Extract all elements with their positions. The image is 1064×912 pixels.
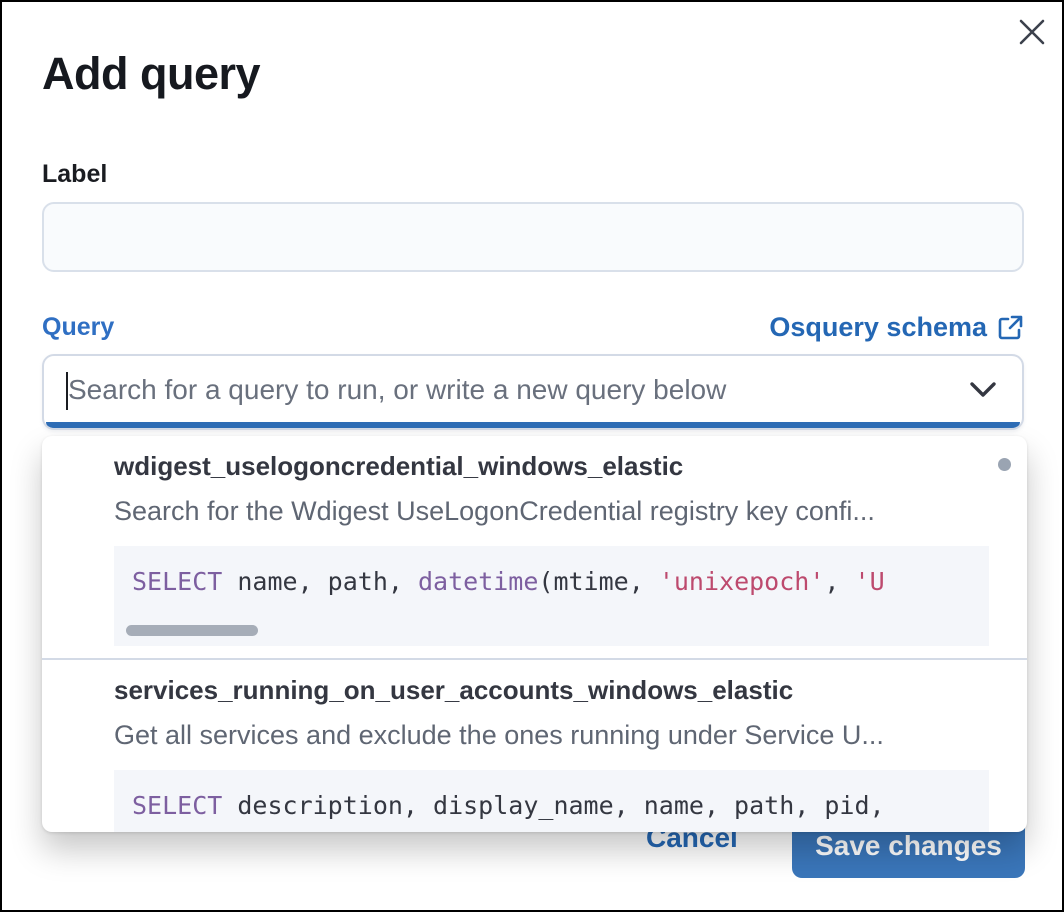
- query-options-dropdown: wdigest_uselogoncredential_windows_elast…: [42, 436, 1027, 832]
- query-option-wdigest[interactable]: wdigest_uselogoncredential_windows_elast…: [42, 436, 1027, 658]
- option-divider: [42, 658, 1027, 660]
- query-option-name: wdigest_uselogoncredential_windows_elast…: [114, 451, 684, 481]
- query-search-combobox[interactable]: [42, 354, 1024, 430]
- sql-token: name, path,: [222, 567, 418, 596]
- label-input[interactable]: [42, 202, 1024, 272]
- sql-token: 'U: [854, 567, 885, 596]
- sql-token: ,: [824, 567, 855, 596]
- modal-title: Add query: [42, 48, 261, 99]
- query-option-services[interactable]: services_running_on_user_accounts_window…: [42, 660, 1027, 832]
- sql-preview: SELECT name, path, datetime(mtime, 'unix…: [114, 546, 989, 646]
- sql-token: datetime: [417, 567, 539, 596]
- sql-preview: SELECT description, display_name, name, …: [114, 770, 989, 832]
- query-search-input[interactable]: [44, 356, 1022, 424]
- sql-token: 'unixepoch': [658, 567, 825, 596]
- sql-token: (mtime,: [538, 567, 659, 596]
- vertical-scrollbar-thumb[interactable]: [998, 458, 1011, 471]
- osquery-schema-link-label: Osquery schema: [769, 312, 987, 342]
- osquery-schema-link[interactable]: Osquery schema: [769, 312, 1024, 343]
- query-option-description: Search for the Wdigest UseLogonCredentia…: [114, 496, 875, 526]
- query-option-name: services_running_on_user_accounts_window…: [114, 675, 794, 705]
- horizontal-scrollbar-thumb[interactable]: [126, 625, 258, 636]
- external-link-icon: [998, 315, 1023, 340]
- sql-code: SELECT name, path, datetime(mtime, 'unix…: [114, 546, 989, 598]
- query-option-description: Get all services and exclude the ones ru…: [114, 720, 884, 750]
- sql-token: SELECT: [132, 791, 223, 820]
- query-field-label: Query: [42, 313, 115, 341]
- sql-token: SELECT: [132, 567, 223, 596]
- query-field-header: Query Osquery schema: [42, 312, 1024, 343]
- text-cursor: [66, 372, 68, 410]
- label-field-label: Label: [42, 160, 108, 188]
- chevron-down-icon[interactable]: [966, 378, 1000, 402]
- sql-code: SELECT description, display_name, name, …: [114, 770, 989, 822]
- focus-underline: [46, 422, 1020, 428]
- sql-token: description, display_name, name, path, p…: [222, 791, 885, 820]
- close-icon: [1019, 19, 1045, 45]
- close-button[interactable]: [1016, 16, 1048, 48]
